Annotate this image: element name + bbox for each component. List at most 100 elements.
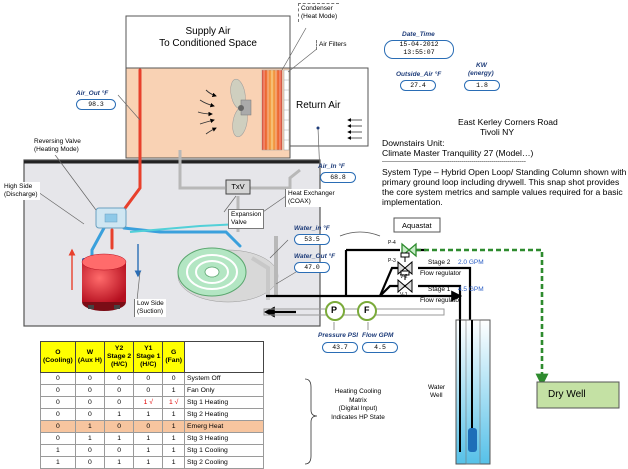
expansion-valve-line1: Expansion: [231, 211, 262, 218]
heat-exchanger-callout: Heat Exchanger (COAX): [285, 189, 337, 207]
fan-icon: [230, 78, 252, 138]
water-well-icon: [455, 319, 491, 465]
low-side-line1: Low Side: [137, 300, 164, 307]
pressure-value: 43.7: [322, 342, 358, 353]
water-in-title: Water_in °F: [294, 225, 330, 232]
matrix-cell: 0: [103, 372, 135, 385]
supply-air-line1: Supply Air: [185, 26, 231, 37]
low-side-line2: (Suction): [137, 308, 164, 315]
description-line1: System Type – Hybrid Open Loop/ Standing…: [382, 167, 627, 177]
stage1-gpm: 4.5 GPM: [458, 286, 484, 293]
matrix-cell: 0: [74, 444, 106, 457]
address-line2: Tivoli NY: [480, 127, 515, 137]
kw-value: 1.8: [464, 80, 500, 91]
v1-valve-icon: [397, 270, 413, 294]
p4-label: P-4: [388, 240, 396, 246]
return-air-label: Return Air: [296, 100, 341, 111]
stage2-label: Stage 2: [428, 259, 451, 266]
matrix-header-g: G(Fan): [162, 341, 185, 373]
unit-line2: Climate Master Tranquility 27 (Model…): [382, 148, 534, 158]
date-time-title: Date_Time: [402, 31, 435, 38]
matrix-cell: 1: [40, 456, 76, 469]
p3-label: P-3: [388, 258, 396, 264]
matrix-cell: 1: [133, 432, 164, 445]
matrix-cell: 0: [133, 420, 164, 433]
condenser-callout: Condenser (Heat Mode): [298, 3, 340, 22]
matrix-cell: 0: [40, 408, 76, 421]
description-line4: implementation.: [382, 197, 443, 207]
matrix-cell: Stg 2 Heating: [184, 408, 264, 421]
matrix-cell: Stg 1 Heating: [184, 396, 264, 409]
water-out-value: 47.0: [294, 262, 330, 273]
matrix-cell: 0: [74, 384, 106, 397]
air-out-value: 98.3: [76, 99, 116, 110]
matrix-cell: 1: [103, 408, 135, 421]
time-value: 13:55:07: [403, 49, 435, 56]
matrix-note: Heating Cooling Matrix (Digital Input) I…: [320, 388, 396, 422]
matrix-cell: 1: [162, 444, 185, 457]
matrix-header-o: O(Cooling): [40, 341, 76, 373]
address-line1: East Kerley Corners Road: [458, 117, 558, 127]
high-side-line2: (Discharge): [4, 191, 38, 198]
matrix-header-state: [184, 341, 264, 373]
matrix-note-line3: (Digital Input): [338, 405, 378, 412]
compressor-icon: [81, 253, 127, 311]
description-line3: the core system metrics and sample value…: [382, 187, 623, 197]
matrix-note-line2: Matrix: [349, 396, 367, 404]
description-line2: primary ground loop including drywell. T…: [382, 177, 620, 187]
reversing-valve-callout: Reversing Valve (Heating Mode): [32, 137, 83, 155]
txv-label: TxV: [231, 182, 245, 191]
v2-label: V-2: [400, 274, 408, 280]
flow-sensor-icon: F: [364, 305, 370, 315]
flow-title: Flow GPM: [362, 332, 394, 339]
low-side-callout: Low Side (Suction): [134, 299, 166, 317]
matrix-cell: 0: [133, 384, 164, 397]
date-time-value: 15-04-2012 13:55:07: [384, 40, 454, 59]
matrix-cell: 1: [162, 384, 185, 397]
matrix-cell: 1: [103, 456, 135, 469]
aquastat-label: Aquastat: [402, 221, 432, 230]
stage1-label: Stage 1: [428, 286, 451, 293]
flow-regulator-2: Flow regulator: [420, 297, 462, 304]
heat-exchanger-line2: (COAX): [288, 198, 311, 205]
water-in-value: 53.5: [294, 234, 330, 245]
kw-title: KW: [476, 62, 487, 69]
matrix-cell: 1: [74, 420, 106, 433]
kw-subtitle: (energy): [468, 70, 494, 77]
matrix-cell: 1: [162, 432, 185, 445]
matrix-cell: 0: [103, 396, 135, 409]
high-side-line1: High Side: [4, 183, 33, 190]
heat-exchanger-line1: Heat Exchanger: [288, 190, 335, 197]
flow-regulator-1: Flow regulator: [420, 270, 462, 277]
matrix-cell: 1: [103, 432, 135, 445]
flow-value: 4.5: [362, 342, 398, 353]
matrix-cell: 0: [74, 396, 106, 409]
matrix-cell: 0: [40, 372, 76, 385]
air-in-value: 68.8: [320, 172, 356, 183]
matrix-cell: Stg 2 Cooling: [184, 456, 264, 469]
pressure-title: Pressure PSI: [318, 332, 359, 339]
air-out-title: Air_Out °F: [76, 90, 109, 97]
reversing-valve-line2: (Heating Mode): [34, 146, 79, 153]
matrix-note-line1: Heating Cooling: [334, 388, 382, 395]
dry-well-label: Dry Well: [548, 389, 586, 400]
matrix-cell: 0: [74, 372, 106, 385]
matrix-cell: 0: [103, 420, 135, 433]
matrix-cell: 0: [103, 384, 135, 397]
matrix-cell: 0: [74, 408, 106, 421]
matrix-cell: 0: [162, 372, 185, 385]
matrix-cell: Fan Only: [184, 384, 264, 397]
matrix-cell: 1: [74, 432, 106, 445]
supply-air-label: Supply Air To Conditioned Space: [126, 26, 290, 50]
matrix-cell: 1: [133, 408, 164, 421]
matrix-cell: 0: [40, 432, 76, 445]
matrix-cell: 0: [133, 372, 164, 385]
